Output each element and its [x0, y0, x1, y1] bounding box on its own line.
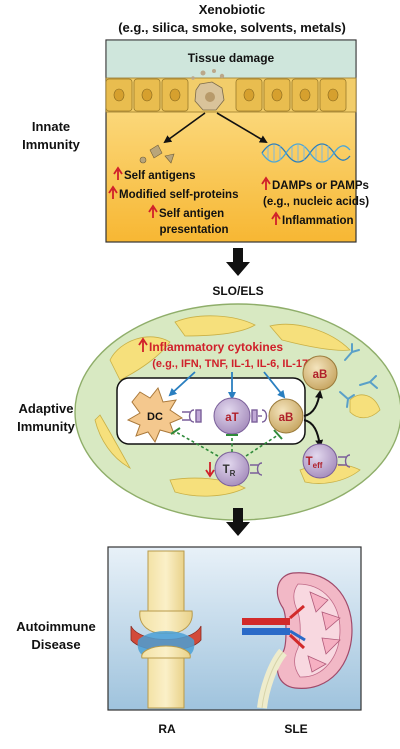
cytokines-line2: (e.g., IFN, TNF, IL-1, IL-6, IL-17)	[152, 358, 312, 370]
branch-arrows	[303, 390, 323, 417]
self-antigen-presentation-line2: presentation	[159, 224, 228, 236]
at-label: aT	[225, 412, 238, 424]
dna-helix-icon	[261, 143, 351, 163]
tr-main: T	[223, 464, 230, 476]
title-line1: Xenobiotic	[199, 2, 265, 17]
up-arrow-icon	[113, 166, 123, 180]
up-arrow-icon	[148, 204, 158, 218]
up-arrow-icon	[138, 337, 148, 352]
ab-label: aB	[279, 412, 294, 424]
sle-kidney-icon	[242, 572, 353, 709]
adaptive-label-line2: Immunity	[17, 419, 76, 434]
inhibition-lines	[175, 431, 279, 457]
self-antigens-text: Self antigens	[124, 170, 196, 182]
damps-pamps-text: DAMPs or PAMPs	[272, 180, 369, 192]
disease-panel: RA SLE	[107, 546, 362, 736]
disease-label-line1: Autoimmune	[16, 619, 95, 634]
inflammation-text: Inflammation	[282, 215, 354, 227]
cytokine-arrow-to-ab	[263, 371, 286, 399]
effector-t-cell: Teff	[302, 443, 351, 479]
slo-els-label: SLO/ELS	[212, 284, 263, 298]
dendritic-cell: DC	[126, 386, 184, 444]
branch-arrows-down	[303, 419, 324, 448]
activated-t-cell: aT	[213, 397, 251, 435]
up-arrow-icon	[261, 176, 271, 190]
damaged-cell-icon	[191, 69, 225, 111]
synapse-icon	[182, 409, 202, 423]
lymph-node: Inflammatory cytokines (e.g., IFN, TNF, …	[74, 303, 400, 521]
innate-label-line2: Immunity	[22, 137, 81, 152]
teff-main: T	[306, 456, 313, 468]
activated-b-cell-secreting: aB	[302, 355, 338, 391]
teff-label: Teff	[306, 456, 323, 470]
teff-sub: eff	[313, 461, 323, 470]
modified-self-proteins-text: Modified self-proteins	[119, 189, 238, 201]
tissue-damage-title: Tissue damage	[188, 51, 275, 65]
activated-b-cell: aB	[268, 398, 304, 434]
arrow-to-damps	[216, 112, 268, 144]
ab2-label: aB	[313, 369, 328, 381]
adaptive-label-line1: Adaptive	[19, 401, 74, 416]
dc-label: DC	[147, 411, 163, 423]
down-arrow-icon	[205, 462, 215, 478]
tr-sub: R	[230, 469, 236, 478]
innate-label-line1: Innate	[32, 119, 70, 134]
self-antigen-presentation-line1: Self antigen	[159, 208, 224, 220]
big-down-arrow-1	[226, 248, 250, 276]
sle-label: SLE	[284, 722, 307, 736]
up-arrow-icon	[271, 211, 281, 225]
big-down-arrow-2	[226, 508, 250, 536]
tr-label: TR	[223, 464, 236, 478]
disease-label-line2: Disease	[31, 637, 80, 652]
synapse-icon	[251, 409, 268, 423]
ra-label: RA	[158, 722, 176, 736]
antigen-fragments-icon	[139, 144, 175, 164]
cytokines-line1: Inflammatory cytokines	[149, 340, 283, 354]
nucleic-acids-text: (e.g., nucleic acids)	[263, 196, 369, 208]
tissue-header-band	[105, 39, 357, 85]
antibody-icon	[339, 343, 378, 408]
cytokine-arrow-to-dc	[168, 371, 196, 397]
arrow-to-self-antigens	[163, 112, 206, 144]
innate-panel: Tissue damage	[105, 39, 369, 243]
ra-joint-icon	[130, 550, 202, 709]
epithelial-cell-row	[105, 69, 357, 113]
title-line2: (e.g., silica, smoke, solvents, metals)	[118, 20, 346, 35]
up-arrow-icon	[108, 185, 118, 199]
